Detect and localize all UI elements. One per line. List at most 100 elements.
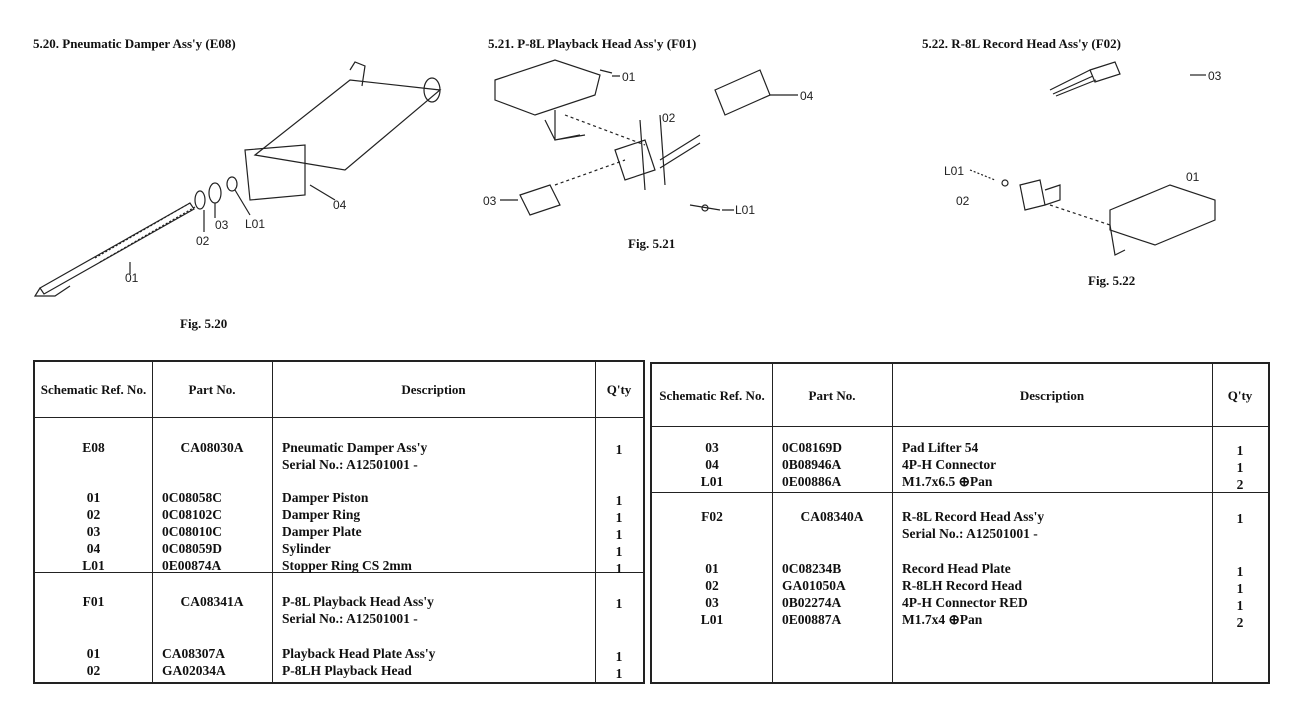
assembly-ref: E08	[82, 440, 105, 455]
item-ref: 02	[86, 507, 101, 522]
header-divider	[652, 426, 1268, 427]
assembly-part-no: CA08030A	[180, 440, 244, 455]
item-ref: 03	[705, 440, 719, 455]
item-description: Stopper Ring CS 2mm	[282, 558, 412, 573]
column-divider	[152, 362, 153, 682]
item-part-no: GA02034A	[162, 663, 226, 678]
item-part-no: 0C08169D	[782, 440, 842, 455]
item-qty: 1	[1236, 598, 1244, 613]
item-part-no: 0B08946A	[782, 457, 842, 472]
item-qty: 1	[1236, 564, 1244, 579]
item-ref: 03	[86, 524, 101, 539]
callout-label: 02	[956, 194, 970, 208]
item-ref: 01	[705, 561, 719, 576]
item-qty: 1	[615, 510, 623, 525]
item-description: Damper Piston	[282, 490, 369, 505]
item-description: P-8LH Playback Head	[282, 663, 412, 678]
parts-table-right: Schematic Ref. No. Part No. Description Q't…	[650, 362, 1270, 684]
header-qty: Q'ty	[1227, 387, 1253, 403]
column-divider	[272, 362, 273, 682]
callout-label: L01	[245, 217, 266, 231]
item-qty: 1	[615, 493, 623, 508]
item-part-no: 0C08059D	[162, 541, 222, 556]
item-qty: 1	[615, 544, 623, 559]
assembly-ref: F02	[701, 509, 723, 524]
item-part-no: 0C08010C	[162, 524, 222, 539]
item-qty: 2	[1236, 477, 1244, 492]
item-qty: 1	[615, 527, 623, 542]
header-part: Part No.	[808, 387, 856, 403]
item-ref: 04	[86, 541, 101, 556]
item-part-no: 0B02274A	[782, 595, 842, 610]
assembly-ref: F01	[82, 594, 105, 609]
section-title-5-21: 5.21. P-8L Playback Head Ass'y (F01)	[488, 36, 697, 51]
header-qty: Q'ty	[606, 382, 632, 397]
item-qty: 2	[1236, 615, 1244, 630]
playback-head-drawing	[494, 59, 798, 216]
item-description: R-8LH Record Head	[902, 578, 1022, 593]
item-ref: 03	[705, 595, 719, 610]
item-ref: L01	[700, 474, 724, 489]
header-desc: Description	[401, 382, 466, 397]
item-qty: 1	[615, 649, 623, 664]
assembly-qty: 1	[615, 442, 623, 457]
item-ref: L01	[82, 558, 105, 573]
callout-label: 03	[215, 218, 229, 232]
item-ref: 02	[86, 663, 101, 678]
callout-label: 01	[125, 271, 139, 285]
item-part-no: 0C08102C	[162, 507, 222, 522]
column-divider	[772, 364, 773, 682]
item-description: Record Head Plate	[902, 561, 1011, 576]
item-part-no: 0C08058C	[162, 490, 222, 505]
item-ref: 01	[86, 490, 101, 505]
exploded-diagrams	[33, 59, 1216, 297]
item-part-no: 0E00886A	[782, 474, 842, 489]
header-divider	[35, 417, 643, 418]
callout-label: L01	[735, 203, 756, 217]
assembly-serial: Serial No.: A12501001 -	[902, 526, 1038, 541]
item-description: Damper Plate	[282, 524, 362, 539]
callout-label: 01	[1186, 170, 1200, 184]
callout-label: 01	[622, 70, 636, 84]
item-qty: 1	[1236, 443, 1244, 458]
item-qty: 1	[615, 666, 623, 681]
section-title-5-22: 5.22. R-8L Record Head Ass'y (F02)	[922, 36, 1121, 51]
header-part: Part No.	[188, 382, 236, 397]
item-description: Damper Ring	[282, 507, 361, 522]
assembly-qty: 1	[1236, 511, 1244, 526]
header-desc: Description	[1019, 387, 1085, 403]
assembly-part-no: CA08341A	[180, 594, 244, 609]
column-divider	[1212, 364, 1213, 682]
callout-label: L01	[944, 164, 965, 178]
header-ref: Schematic Ref. No.	[40, 382, 147, 397]
parts-table-left: Schematic Ref. No. Part No. Description Q't…	[33, 360, 645, 684]
assembly-qty: 1	[615, 596, 623, 611]
figure-caption: Fig. 5.20	[180, 316, 228, 331]
item-qty: 1	[1236, 581, 1244, 596]
item-description: 4P-H Connector RED	[902, 595, 1028, 610]
figure-caption: Fig. 5.22	[1088, 273, 1136, 288]
record-head-drawing	[969, 61, 1216, 256]
callout-label: 04	[800, 89, 814, 103]
group-divider	[35, 572, 643, 573]
item-description: M1.7x4 ⊕Pan	[902, 612, 983, 627]
item-part-no: 0E00887A	[782, 612, 842, 627]
item-part-no: CA08307A	[162, 646, 225, 661]
item-description: Playback Head Plate Ass'y	[282, 646, 436, 661]
item-qty: 1	[615, 561, 623, 576]
header-ref: Schematic Ref. No.	[659, 387, 765, 403]
figure-caption: Fig. 5.21	[628, 236, 676, 251]
item-description: 4P-H Connector	[902, 457, 997, 472]
assembly-serial: Serial No.: A12501001 -	[282, 611, 418, 626]
column-divider	[595, 362, 596, 682]
callout-label: 02	[196, 234, 210, 248]
item-part-no: GA01050A	[782, 578, 846, 593]
assembly-description: P-8L Playback Head Ass'y	[282, 594, 434, 609]
item-ref: 02	[705, 578, 719, 593]
item-ref: 01	[86, 646, 101, 661]
assembly-part-no: CA08340A	[800, 509, 864, 524]
item-part-no: 0E00874A	[162, 558, 222, 573]
column-divider	[892, 364, 893, 682]
assembly-description: R-8L Record Head Ass'y	[902, 509, 1045, 524]
